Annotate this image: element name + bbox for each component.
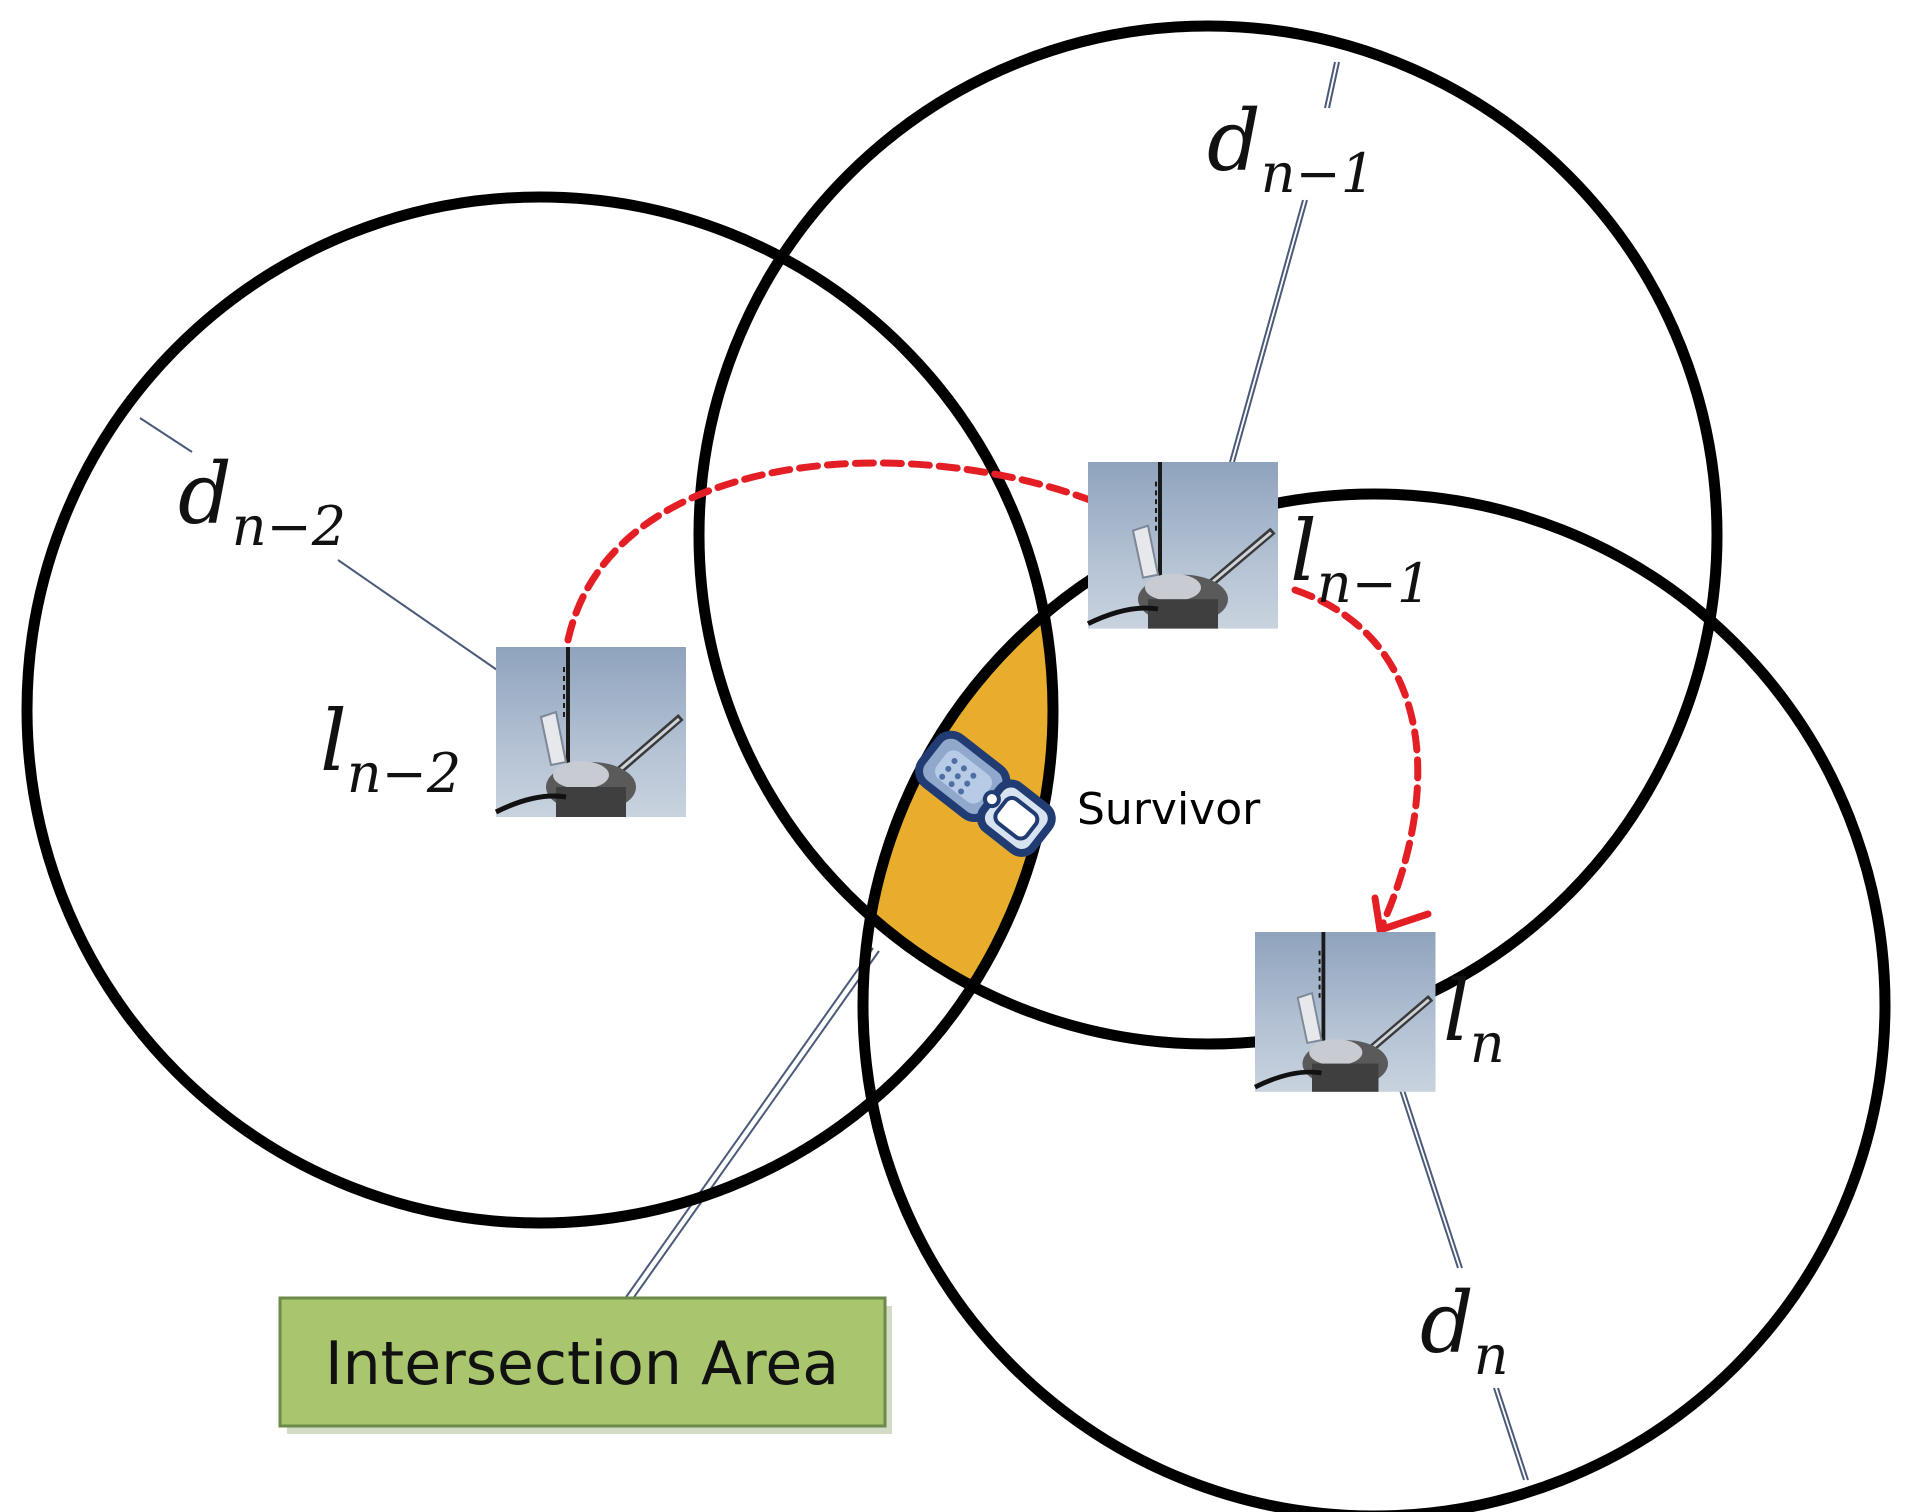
range-circle-n [857, 488, 1891, 1512]
radius-line-n-minus-2-lower [337, 559, 501, 673]
label-d-n-minus-1: dn−1 [1207, 92, 1375, 205]
radius-line-n-minus-1 [1229, 61, 1340, 463]
intersection-area-label: Intersection Area [325, 1329, 839, 1399]
range-circle-n-minus-2 [21, 191, 1059, 1229]
radius-line-n-minus-2 [139, 417, 193, 453]
intersection-callout-connector [623, 947, 880, 1301]
range-circles [21, 20, 1891, 1512]
drone-icon [1255, 932, 1436, 1092]
radius-line-n [1399, 1089, 1529, 1481]
range-circle-n-minus-1 [693, 20, 1723, 1050]
flip-phone-icon [915, 730, 1056, 857]
arrowhead-icon [1371, 894, 1432, 934]
label-d-n-minus-2: dn−2 [178, 445, 346, 558]
label-l-n-minus-2: ln−2 [320, 692, 461, 805]
uav-node-n [1255, 932, 1436, 1092]
uav-node-n-minus-2 [496, 647, 686, 817]
hop-arrow-n-minus-1-to-n [1291, 586, 1422, 934]
uav-node-n-minus-1 [1088, 462, 1278, 629]
intersection-area-callout: Intersection Area [278, 1296, 892, 1434]
label-l-n-minus-1: ln−1 [1290, 502, 1431, 615]
label-l-n: ln [1443, 962, 1505, 1075]
hop-arrows [564, 459, 1422, 934]
label-d-n: dn [1420, 1274, 1509, 1387]
drone-icon [1088, 462, 1278, 629]
survivor-label: Survivor [1077, 784, 1261, 835]
hop-arrow-n-minus-2-to-n-minus-1 [564, 459, 1094, 644]
radius-lines [139, 61, 1529, 1481]
drone-icon [496, 647, 686, 817]
